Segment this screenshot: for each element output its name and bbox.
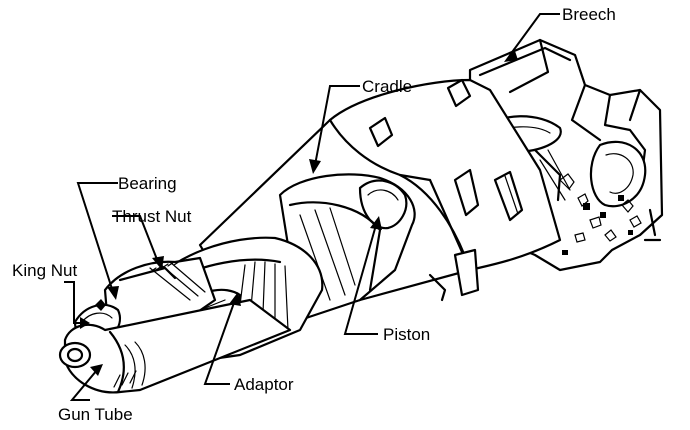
label-cradle: Cradle [362, 77, 412, 96]
label-adaptor: Adaptor [234, 375, 294, 394]
label-piston: Piston [383, 325, 430, 344]
gun-tube [58, 298, 292, 394]
leader-lines [64, 13, 560, 401]
label-bearing: Bearing [118, 174, 177, 193]
label-king-nut: King Nut [12, 261, 77, 280]
label-gun-tube: Gun Tube [58, 405, 133, 424]
label-breech: Breech [562, 5, 616, 24]
label-thrust-nut: Thrust Nut [112, 207, 192, 226]
